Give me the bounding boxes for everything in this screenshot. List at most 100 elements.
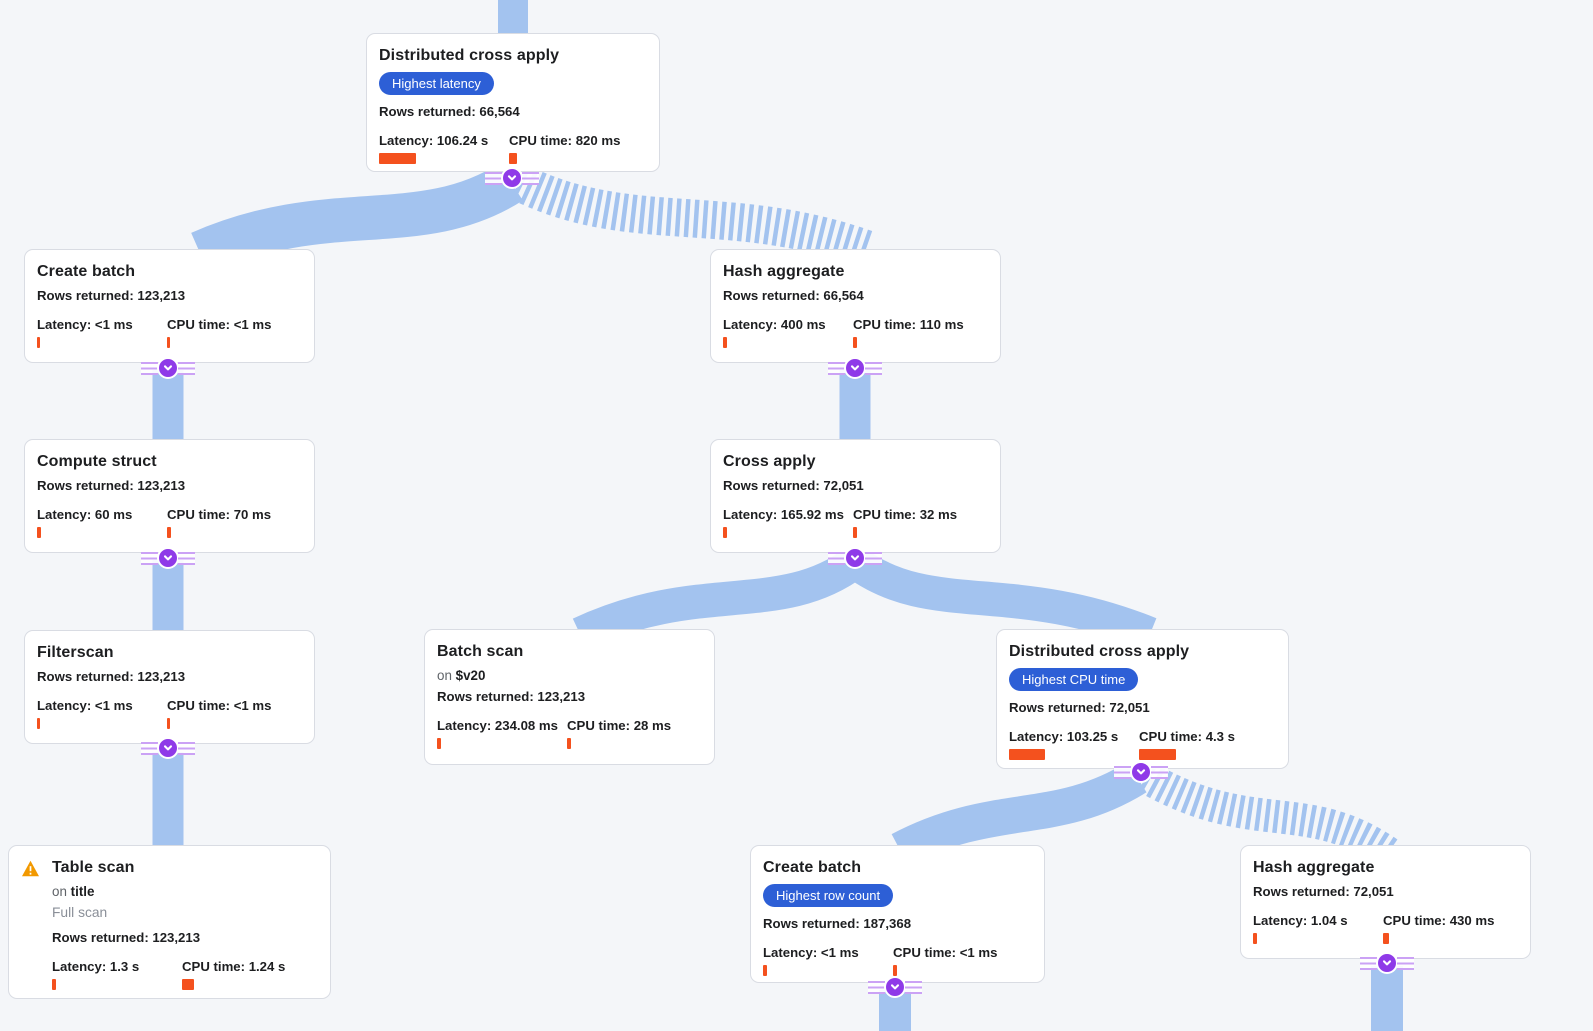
plan-node-cross-apply[interactable]: Cross apply Rows returned: 72,051 Latenc… (710, 439, 1001, 553)
plan-node-create-batch-1[interactable]: Create batch Rows returned: 123,213 Late… (24, 249, 315, 363)
highlight-badge: Highest CPU time (1009, 668, 1139, 691)
cpu-bar (853, 337, 857, 348)
plan-node-distributed-cross-apply-2[interactable]: Distributed cross apply Highest CPU time… (996, 629, 1289, 769)
edge-distributed-cross-apply-1-to-hash-aggregate-1-striped (510, 164, 873, 267)
cpu-metric: CPU time: 820 ms (509, 133, 639, 164)
collapse-node-button[interactable] (1114, 761, 1168, 783)
rows-returned: Rows returned: 66,564 (723, 288, 864, 303)
collapse-node-button[interactable] (141, 547, 195, 569)
latency-bar (37, 527, 41, 538)
plan-node-filterscan[interactable]: Filterscan Rows returned: 123,213 Latenc… (24, 630, 315, 744)
rows-returned: Rows returned: 72,051 (1253, 884, 1394, 899)
latency-bar (723, 337, 727, 348)
collapse-node-button[interactable] (828, 357, 882, 379)
latency-bar (52, 979, 56, 990)
cpu-bar (853, 527, 857, 538)
connector-stripes (828, 551, 845, 565)
chevron-down-icon (884, 976, 906, 998)
collapse-node-button[interactable] (868, 976, 922, 998)
latency-bar (37, 718, 40, 729)
cpu-metric: CPU time: 28 ms (567, 718, 697, 749)
plan-node-hash-aggregate-2[interactable]: Hash aggregate Rows returned: 72,051 Lat… (1240, 845, 1531, 959)
cpu-metric: CPU time: <1 ms (167, 317, 297, 348)
latency-bar (763, 965, 767, 976)
plan-node-table-scan[interactable]: Table scan on title Full scan Rows retur… (8, 845, 331, 999)
connector-stripes (485, 171, 502, 185)
node-title: Distributed cross apply (379, 47, 560, 64)
node-title: Hash aggregate (723, 263, 845, 280)
cpu-bar (167, 527, 171, 538)
edge-cross-apply-to-distributed-cross-apply-2 (844, 548, 1157, 650)
connector-stripes (1397, 956, 1414, 970)
chevron-down-icon (157, 737, 179, 759)
connector-stripes (141, 741, 158, 755)
latency-metric: Latency: <1 ms (37, 317, 167, 348)
node-title: Create batch (37, 263, 136, 280)
latency-metric: Latency: 1.3 s (52, 959, 182, 990)
chevron-down-icon (844, 357, 866, 379)
cpu-bar (167, 337, 170, 348)
latency-bar (723, 527, 727, 538)
connector-stripes (1114, 765, 1131, 779)
plan-node-distributed-cross-apply-1[interactable]: Distributed cross apply Highest latency … (366, 33, 660, 172)
node-title: Create batch (763, 859, 862, 876)
scan-target: on $v20 (437, 668, 486, 683)
node-title: Cross apply (723, 453, 816, 470)
plan-node-compute-struct[interactable]: Compute struct Rows returned: 123,213 La… (24, 439, 315, 553)
plan-node-batch-scan[interactable]: Batch scan on $v20 Rows returned: 123,21… (424, 629, 715, 765)
cpu-metric: CPU time: 4.3 s (1139, 729, 1269, 760)
latency-metric: Latency: 60 ms (37, 507, 167, 538)
edge-distributed-cross-apply-2-to-hash-aggregate-2-striped (1137, 762, 1398, 867)
chevron-down-icon (157, 357, 179, 379)
latency-metric: Latency: 165.92 ms (723, 507, 853, 538)
node-title: Batch scan (437, 643, 524, 660)
cpu-bar (567, 738, 571, 749)
rows-returned: Rows returned: 66,564 (379, 104, 520, 119)
chevron-down-icon (1376, 952, 1398, 974)
cpu-metric: CPU time: 1.24 s (182, 959, 312, 990)
latency-bar (1009, 749, 1045, 760)
collapse-node-button[interactable] (141, 737, 195, 759)
node-title: Hash aggregate (1253, 859, 1375, 876)
plan-node-create-batch-2[interactable]: Create batch Highest row count Rows retu… (750, 845, 1045, 983)
node-title: Table scan (52, 859, 135, 876)
cpu-bar (167, 718, 170, 729)
cpu-bar (893, 965, 897, 976)
rows-returned: Rows returned: 123,213 (52, 930, 201, 945)
latency-bar (437, 738, 441, 749)
connector-stripes (522, 171, 539, 185)
latency-metric: Latency: 234.08 ms (437, 718, 567, 749)
node-title: Compute struct (37, 453, 157, 470)
connector-stripes (178, 741, 195, 755)
collapse-node-button[interactable] (141, 357, 195, 379)
connector-stripes (865, 551, 882, 565)
collapse-node-button[interactable] (1360, 952, 1414, 974)
connector-stripes (865, 361, 882, 375)
cpu-metric: CPU time: 32 ms (853, 507, 983, 538)
cpu-bar (1383, 933, 1389, 944)
highlight-badge: Highest latency (379, 72, 494, 95)
rows-returned: Rows returned: 187,368 (763, 916, 912, 931)
connector-stripes (1151, 765, 1168, 779)
rows-returned: Rows returned: 72,051 (723, 478, 864, 493)
latency-metric: Latency: 103.25 s (1009, 729, 1139, 760)
cpu-metric: CPU time: <1 ms (167, 698, 297, 729)
rows-returned: Rows returned: 123,213 (437, 689, 586, 704)
connector-stripes (141, 551, 158, 565)
connector-stripes (178, 551, 195, 565)
cpu-bar (509, 153, 517, 164)
cpu-metric: CPU time: 430 ms (1383, 913, 1513, 944)
scan-target: on title (52, 884, 95, 899)
connector-stripes (868, 980, 885, 994)
scan-note: Full scan (52, 905, 108, 920)
plan-node-hash-aggregate-1[interactable]: Hash aggregate Rows returned: 66,564 Lat… (710, 249, 1001, 363)
latency-metric: Latency: 400 ms (723, 317, 853, 348)
edge-cross-apply-to-batch-scan (572, 548, 866, 650)
latency-metric: Latency: 106.24 s (379, 133, 509, 164)
cpu-bar (1139, 749, 1176, 760)
collapse-node-button[interactable] (828, 547, 882, 569)
collapse-node-button[interactable] (485, 167, 539, 189)
chevron-down-icon (1130, 761, 1152, 783)
rows-returned: Rows returned: 123,213 (37, 478, 186, 493)
cpu-bar (182, 979, 194, 990)
